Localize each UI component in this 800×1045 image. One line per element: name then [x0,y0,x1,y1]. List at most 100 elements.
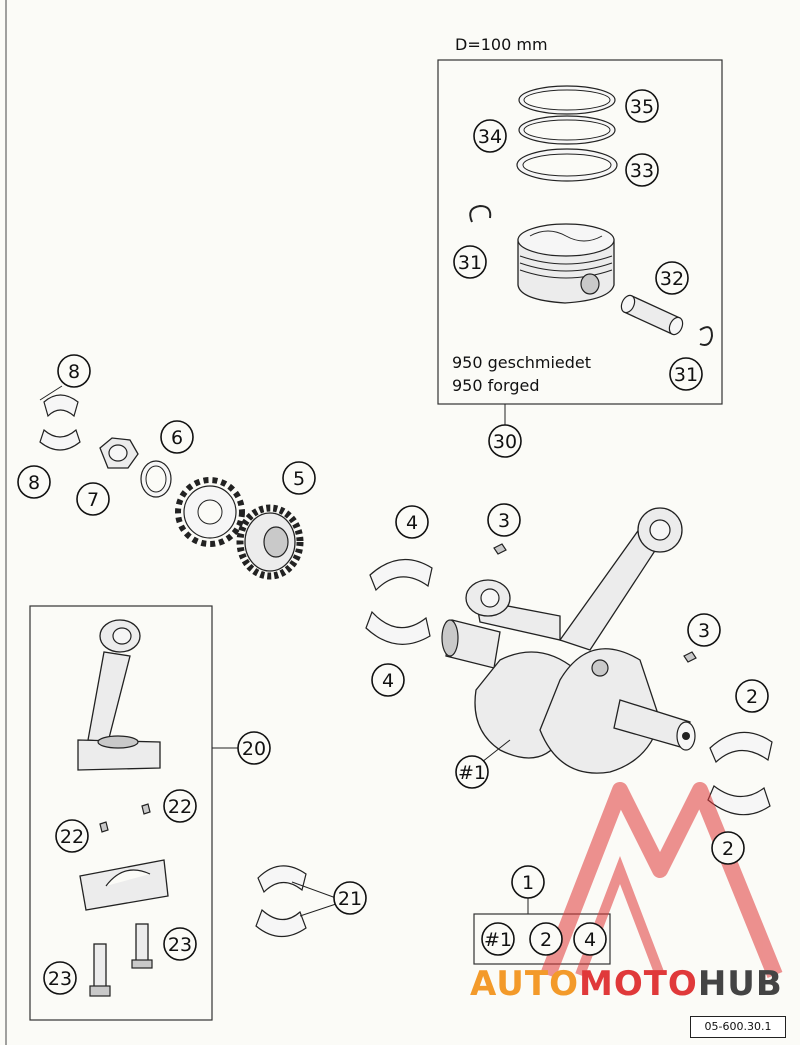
leader-21a [291,881,337,899]
callout-k1: #1 [481,922,515,956]
document-id: 05-600.30.1 [690,1016,786,1038]
balancer-drive-group [39,385,304,580]
main-bearing-2-lower [707,785,771,816]
callout-label: 6 [171,427,183,449]
crank-shaft-right [613,699,696,751]
conrod-box-frame [29,605,213,1021]
callout-label: 32 [660,268,684,290]
callout-label: 31 [674,364,698,386]
crank-shaft-left [441,619,501,669]
bearing-shell-8-lower [39,428,81,451]
main-bearing-2-upper [709,731,773,764]
crank-gear [236,504,304,580]
piston-ring-34 [518,115,616,145]
callout-c8a: 8 [57,354,91,388]
callout-c5: 5 [282,461,316,495]
callout-label: 3 [498,510,510,532]
piston-caption-en: 950 forged [452,376,540,395]
crankshaft-assembly [441,507,696,774]
callout-label: 30 [493,431,517,453]
callout-label: 4 [584,929,596,951]
crank-pin-hole [591,659,609,677]
callout-label: 22 [60,826,84,848]
dowel-3-upper [493,543,507,555]
dowel-3-lower [683,651,697,663]
hex-nut [99,437,139,469]
trigger-wheel [175,477,245,547]
callout-label: 33 [630,160,654,182]
piston-box-title: D=100 mm [455,35,548,54]
callout-label: 8 [28,472,40,494]
callout-c8b: 8 [17,465,51,499]
main-bearing-4-lower [365,610,431,645]
callout-c35: 35 [625,89,659,123]
callout-c21: 21 [333,881,367,915]
circlip-left [469,204,492,223]
crank-web-right [539,648,661,774]
watermark-text: AUTOMOTOHUB [470,964,783,1004]
callout-label: 21 [338,888,362,910]
callout-c31b: 31 [669,357,703,391]
callout-label: 5 [293,468,305,490]
callout-label: 8 [68,361,80,383]
piston-caption-de: 950 geschmiedet [452,353,591,372]
callout-k3: 4 [573,922,607,956]
rod-bearing-21-upper [257,865,307,894]
piston-ring-33 [516,148,618,182]
callout-label: 7 [87,489,99,511]
piston-ring-35 [518,85,616,115]
callout-label: 34 [478,126,502,148]
main-bearing-4-upper [369,558,433,592]
piston-group: D=100 mm [437,35,723,428]
leader-8a [39,385,63,401]
callout-label: 35 [630,96,654,118]
rod-cap [79,859,169,911]
callout-c3a: 3 [487,503,521,537]
callout-c32: 32 [655,261,689,295]
callout-label: 1 [522,872,534,894]
callout-c23b: 23 [43,961,77,995]
callout-c2b: 2 [711,831,745,865]
sleeve-22a [141,803,151,815]
leader-21b [299,903,337,917]
conrod-group [29,605,238,1021]
callout-label: #1 [484,929,512,951]
leader-1main [481,739,511,763]
piston [517,223,615,304]
callout-c33: 33 [625,153,659,187]
crank-conrod-right [558,507,683,651]
callout-label: 2 [746,686,758,708]
callout-c6: 6 [160,420,194,454]
callout-c20: 20 [237,731,271,765]
callout-c23a: 23 [163,927,197,961]
connecting-rod [77,619,161,771]
callout-label: 22 [168,796,192,818]
callout-label: 4 [406,512,418,534]
callout-c2a: 2 [735,679,769,713]
bearing-shell-8-upper [43,394,79,418]
crank-conrod-left [465,579,561,641]
callout-label: 4 [382,670,394,692]
callout-label: 3 [698,620,710,642]
callout-label: 2 [722,838,734,860]
callout-c30: 30 [488,424,522,458]
callout-c7: 7 [76,482,110,516]
callout-c4b: 4 [371,663,405,697]
rod-bolt-a [131,923,153,969]
sleeve-22b [99,821,109,833]
callout-c1: 1 [511,865,545,899]
crankshaft-kit-group [473,898,611,965]
callout-c22a: 22 [163,789,197,823]
piston-pin [620,294,684,336]
rod-bolt-b [89,943,111,997]
circlip-right [699,326,714,346]
callout-c3b: 3 [687,613,721,647]
rod-bearing-21-lower [255,908,307,938]
callout-label: 2 [540,929,552,951]
callout-layer: 3534333132313088765443322#12022222323211… [17,89,769,995]
callout-c4a: 4 [395,505,429,539]
callout-k2: 2 [529,922,563,956]
callout-label: 23 [168,934,192,956]
callout-c34: 34 [473,119,507,153]
